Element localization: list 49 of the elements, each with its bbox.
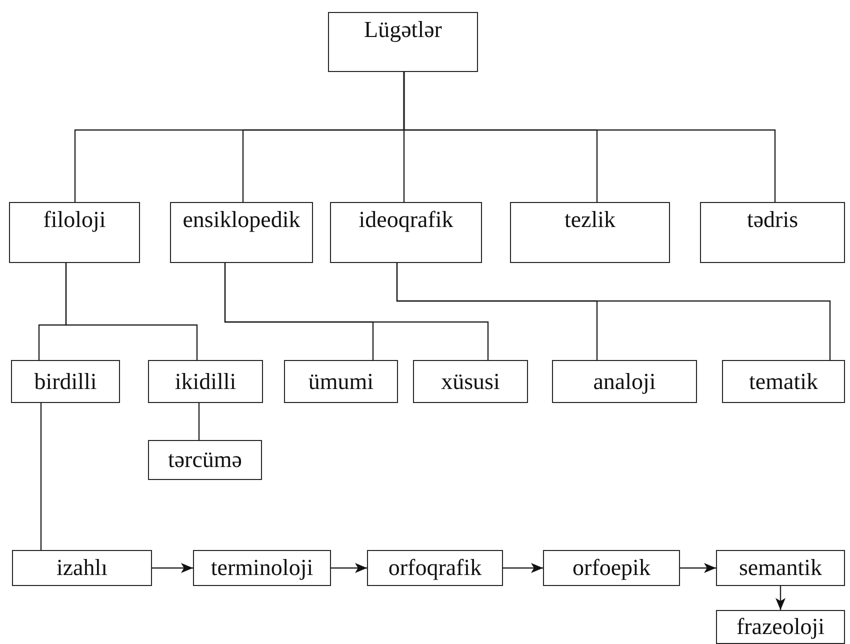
category-box [9, 202, 140, 263]
category-label: ümumi [308, 368, 374, 394]
category-label: filoloji [43, 207, 106, 233]
arrow [152, 563, 193, 573]
category-label: Lügətlər [364, 17, 442, 43]
category-label: frazeoloji [736, 614, 825, 640]
category-label: tematik [749, 368, 818, 394]
category-box [367, 550, 503, 586]
category-label: izahlı [56, 555, 108, 581]
category-label: birdilli [34, 368, 97, 394]
category-box [328, 12, 478, 72]
connector-line [403, 72, 776, 202]
arrow [331, 563, 367, 573]
category-box [716, 610, 845, 644]
category-box [722, 360, 845, 403]
arrow [503, 563, 543, 573]
category-box [700, 202, 845, 263]
category-box [716, 550, 845, 586]
category-label: semantik [738, 555, 822, 581]
category-label: xüsusi [441, 368, 500, 394]
category-box [148, 440, 262, 480]
arrow [776, 586, 786, 610]
category-box [543, 550, 680, 586]
category-box [170, 202, 313, 263]
category-box [12, 550, 152, 586]
category-box [413, 360, 528, 403]
category-box [510, 202, 670, 263]
category-label: ensiklopedik [182, 207, 300, 233]
connector-line [40, 403, 42, 550]
arrow [680, 563, 716, 573]
category-label: ideoqrafik [358, 207, 454, 233]
category-box [552, 360, 697, 403]
category-box [284, 360, 398, 403]
category-box [148, 360, 263, 403]
connector-line [396, 263, 831, 360]
category-label: terminoloji [210, 555, 314, 581]
connector-line [224, 263, 489, 360]
category-label: analoji [593, 368, 656, 394]
category-label: orfoepik [572, 555, 650, 581]
connector-line [198, 403, 200, 440]
category-label: tərcümə [168, 447, 242, 473]
category-box [11, 360, 120, 403]
category-label: tezlik [564, 207, 616, 233]
connector-line [65, 263, 198, 360]
category-box [193, 550, 331, 586]
category-box [330, 202, 482, 263]
category-label: orfoqrafik [388, 555, 482, 581]
category-label: tədris [746, 207, 798, 233]
category-label: ikidilli [174, 368, 236, 394]
